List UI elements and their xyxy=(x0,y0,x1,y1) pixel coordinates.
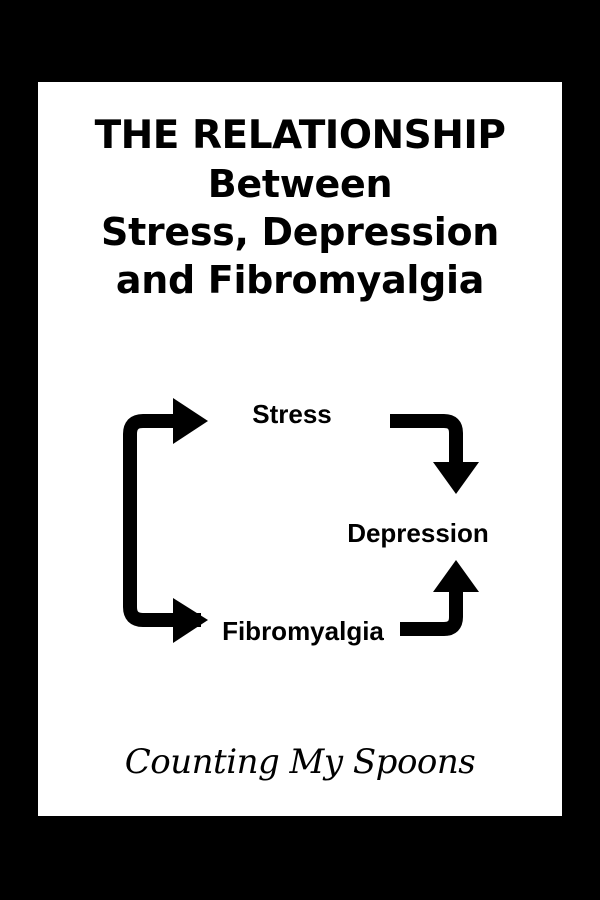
pin-card: THE RELATIONSHIP Between Stress, Depress… xyxy=(38,82,562,816)
page-title: THE RELATIONSHIP Between Stress, Depress… xyxy=(38,112,562,304)
brand-logo: Counting My Spoons xyxy=(124,742,476,782)
node-fibromyalgia: Fibromyalgia xyxy=(222,616,384,646)
title-line-1: THE RELATIONSHIP xyxy=(94,113,506,158)
title-line-3: Stress, Depression xyxy=(101,210,499,254)
node-stress: Stress xyxy=(252,399,332,429)
title-line-4: and Fibromyalgia xyxy=(115,258,485,302)
cycle-diagram: Stress Depression Fibromyalgia xyxy=(123,398,489,646)
node-depression: Depression xyxy=(347,518,489,548)
arrow-fibromyalgia-to-stress xyxy=(123,398,208,643)
arrow-fibromyalgia-to-depression xyxy=(400,560,479,636)
arrow-stress-to-depression xyxy=(390,414,479,494)
title-line-2: Between xyxy=(207,162,393,206)
